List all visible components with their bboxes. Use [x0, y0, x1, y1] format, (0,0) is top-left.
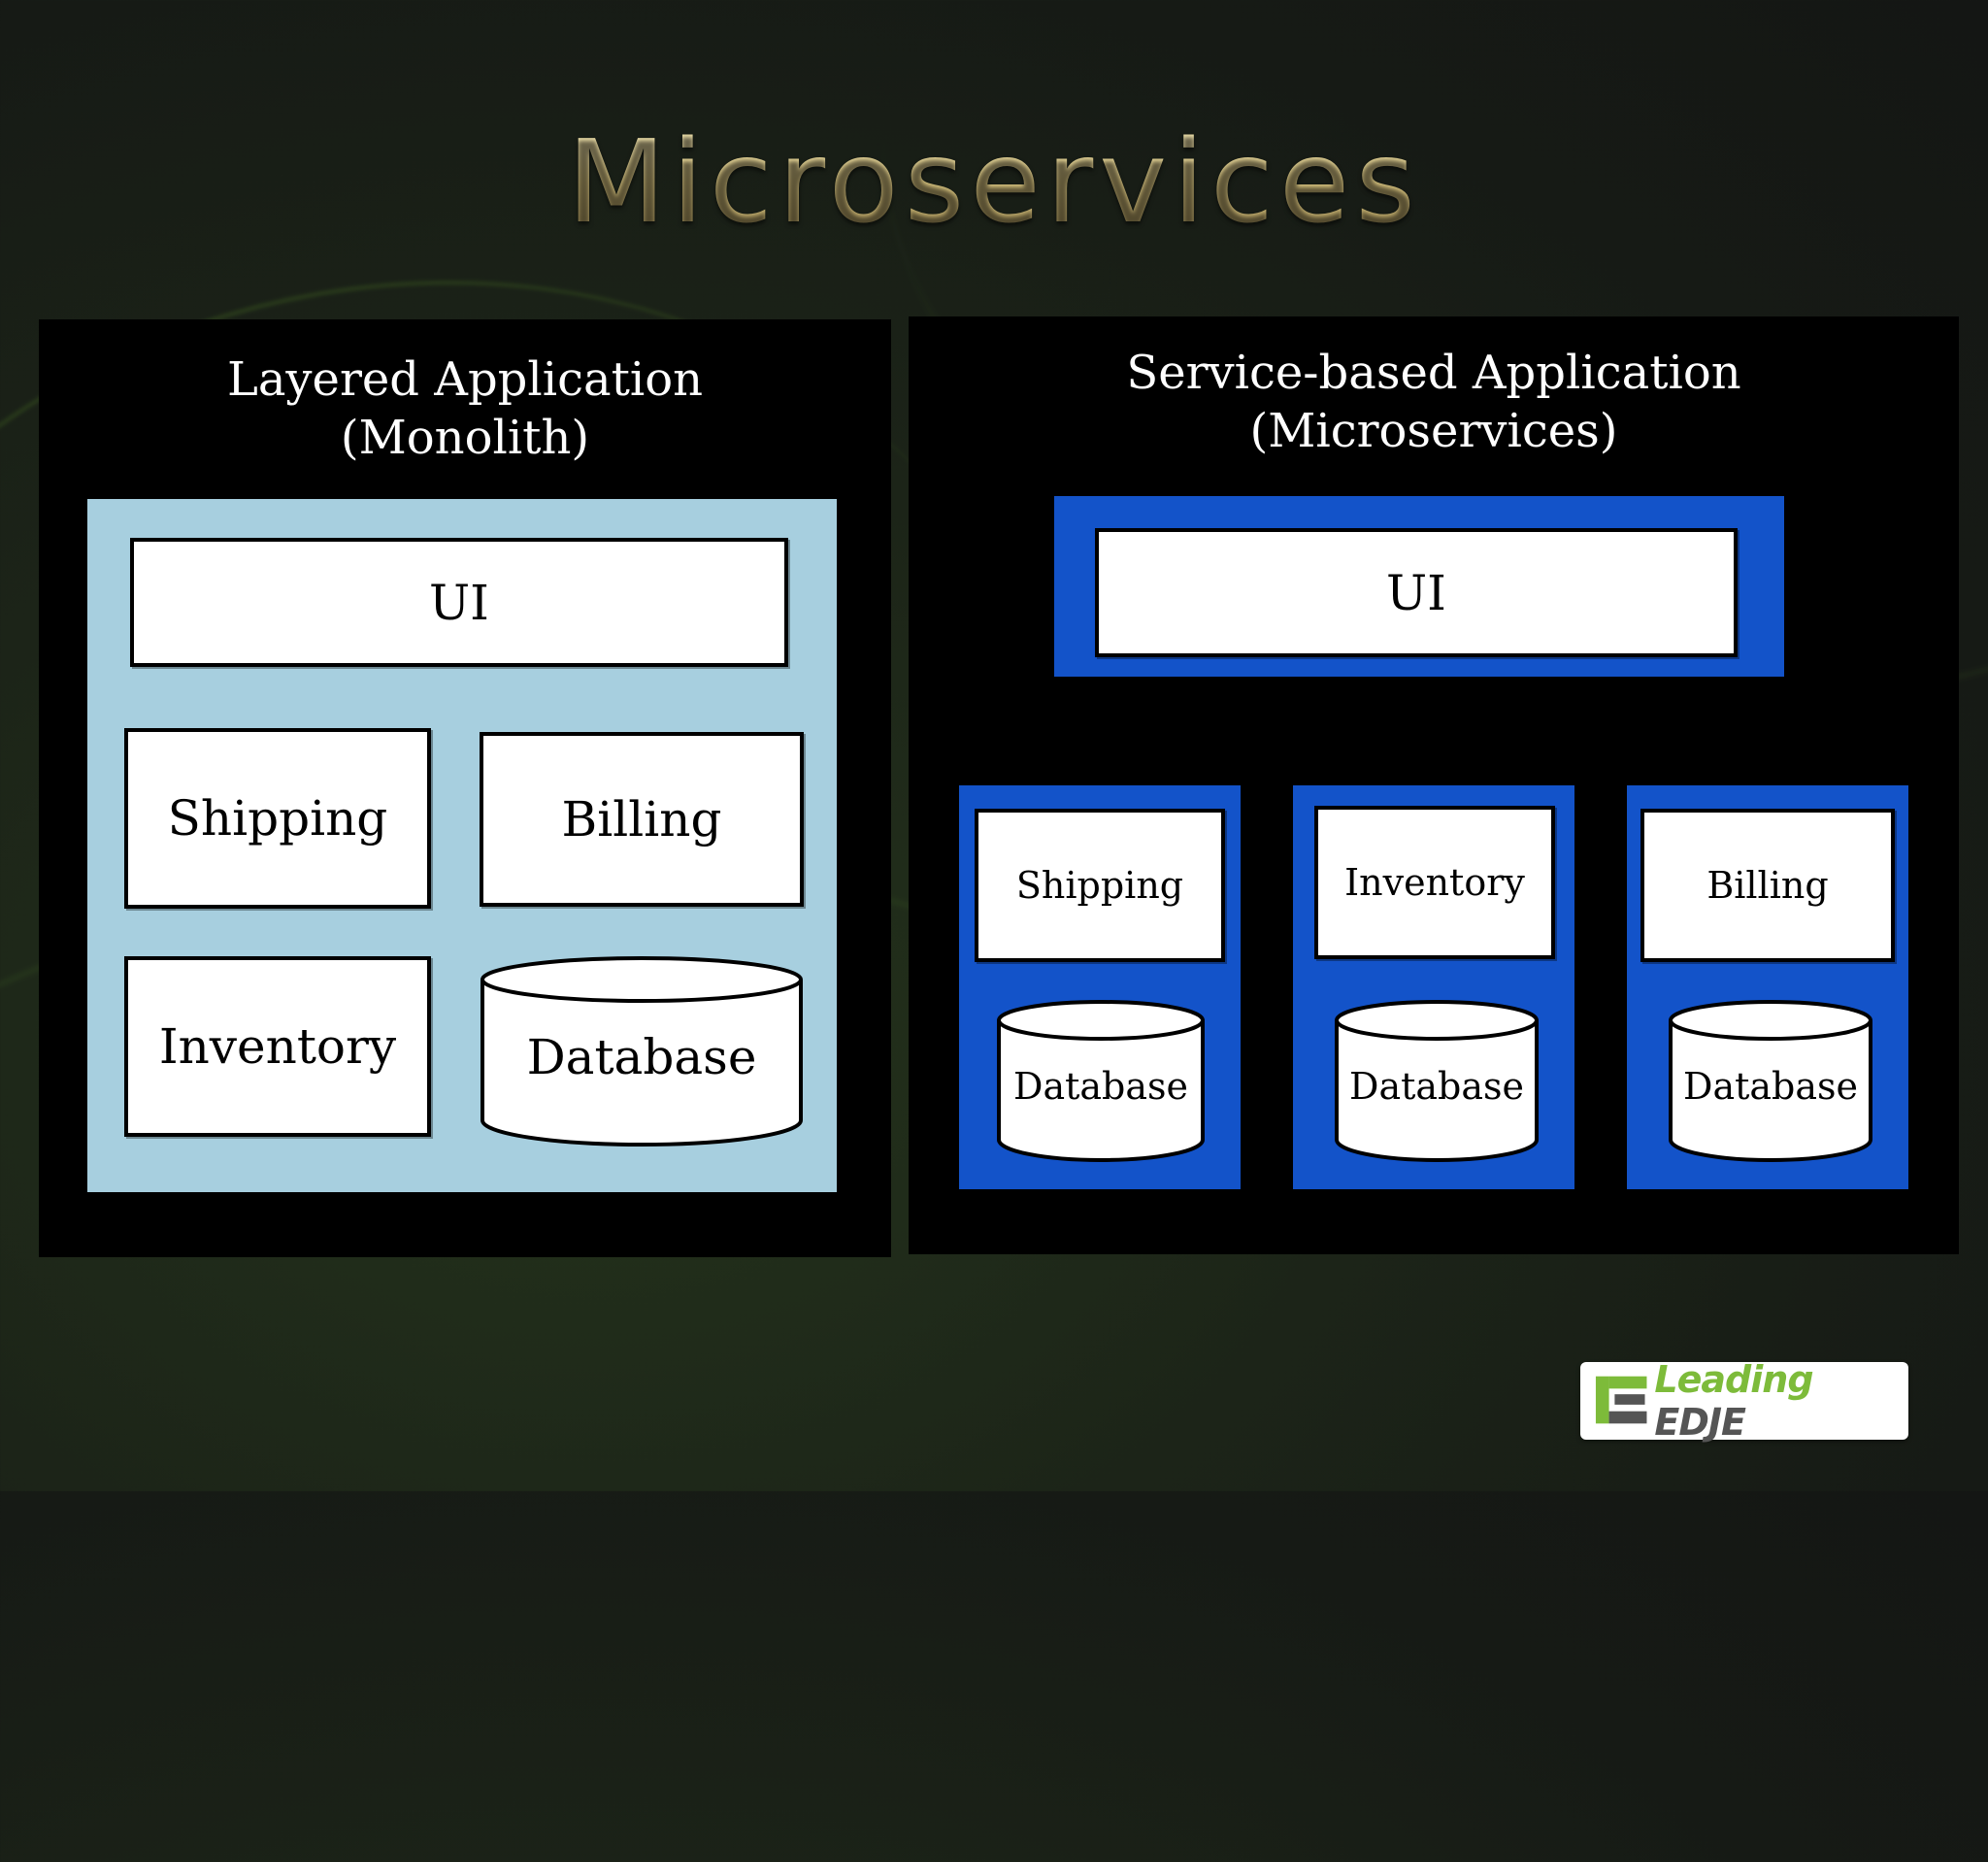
billing-service-label: Billing	[1706, 864, 1829, 907]
monolith-ui-label: UI	[429, 574, 489, 631]
microservices-heading-line2: (Microservices)	[1249, 404, 1618, 458]
microservices-heading: Service-based Application (Microservices…	[909, 344, 1959, 460]
shipping-database-label: Database	[1012, 1065, 1189, 1108]
microservices-heading-line1: Service-based Application	[1126, 346, 1741, 400]
shipping-database-cylinder: Database	[996, 999, 1206, 1164]
leading-edje-logo-text: Leading EDJE	[1654, 1358, 1908, 1444]
inventory-service-box: Inventory	[1314, 806, 1555, 959]
monolith-inventory-box: Inventory	[124, 956, 431, 1137]
inventory-database-cylinder: Database	[1334, 999, 1540, 1164]
ui-service-container: UI	[1054, 496, 1784, 677]
slide-title: Microservices	[0, 124, 1988, 239]
microservices-ui-box: UI	[1095, 528, 1738, 657]
inventory-database-label: Database	[1348, 1065, 1525, 1108]
billing-service-container: Billing Database	[1627, 785, 1908, 1189]
microservices-ui-label: UI	[1386, 564, 1446, 621]
billing-database-cylinder: Database	[1668, 999, 1873, 1164]
database-icon	[997, 1000, 1205, 1162]
logo-text-leading: Leading	[1654, 1358, 1813, 1401]
billing-service-box: Billing	[1640, 809, 1895, 962]
logo-text-edje: EDJE	[1654, 1401, 1746, 1444]
inventory-service-container: Inventory Database	[1293, 785, 1574, 1189]
monolith-shipping-box: Shipping	[124, 728, 431, 909]
leading-edje-logo-icon	[1595, 1376, 1647, 1424]
monolith-inventory-label: Inventory	[158, 1018, 397, 1075]
inventory-service-label: Inventory	[1344, 861, 1525, 904]
database-icon	[1669, 1000, 1872, 1162]
shipping-service-container: Shipping Database	[959, 785, 1241, 1189]
monolith-shipping-label: Shipping	[167, 790, 388, 847]
monolith-heading: Layered Application (Monolith)	[39, 350, 891, 467]
leading-edje-logo: Leading EDJE	[1580, 1358, 1908, 1444]
monolith-database-label: Database	[526, 1029, 757, 1085]
monolith-heading-line1: Layered Application	[226, 352, 704, 407]
monolith-panel: Layered Application (Monolith) UI Shippi…	[39, 319, 891, 1257]
monolith-database-cylinder: Database	[480, 955, 804, 1149]
database-icon	[1335, 1000, 1539, 1162]
shipping-service-label: Shipping	[1015, 864, 1184, 907]
billing-database-label: Database	[1682, 1065, 1859, 1108]
database-icon	[480, 956, 803, 1147]
microservices-panel: Service-based Application (Microservices…	[909, 316, 1959, 1254]
monolith-heading-line2: (Monolith)	[340, 411, 590, 465]
shipping-service-box: Shipping	[975, 809, 1225, 962]
monolith-ui-box: UI	[130, 538, 788, 667]
monolith-billing-label: Billing	[561, 791, 722, 848]
monolith-billing-box: Billing	[480, 732, 804, 907]
monolith-container: UI Shipping Billing Inventory Database	[87, 499, 837, 1192]
